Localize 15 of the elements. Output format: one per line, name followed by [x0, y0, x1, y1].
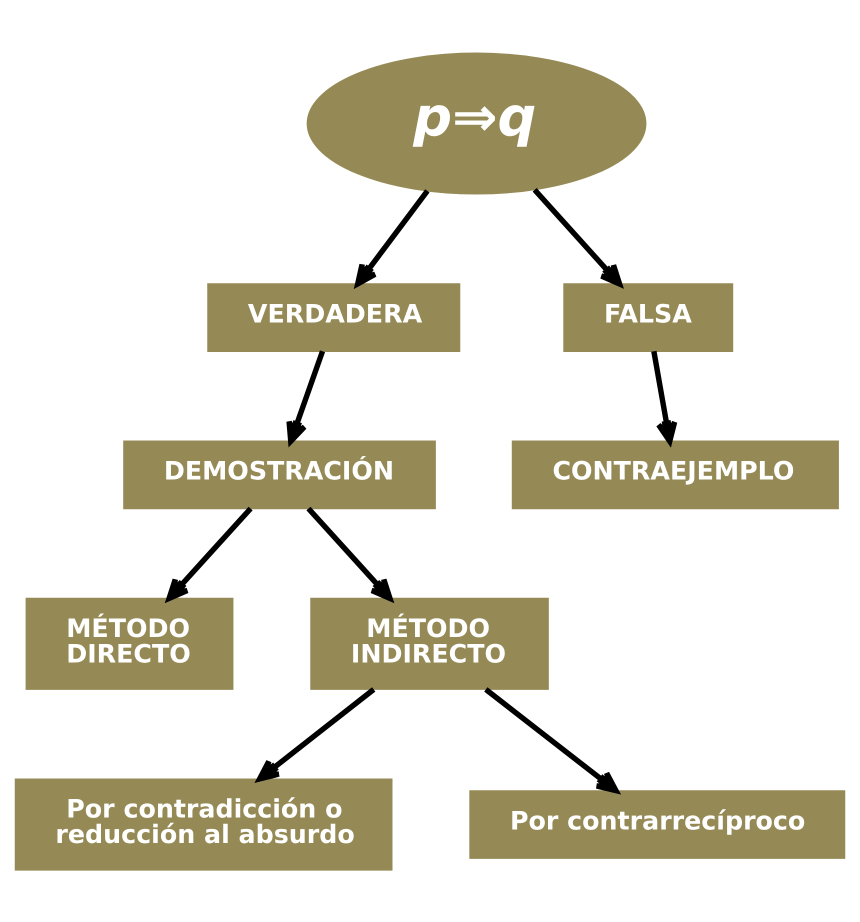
node-box: VERDADERA: [207, 282, 460, 352]
node-box: MÉTODO DIRECTO: [26, 597, 234, 690]
node-ellipse: p⇒q: [306, 52, 646, 194]
node-box: DEMOSTRACIÓN: [123, 440, 436, 509]
arrow: [484, 686, 619, 793]
arrow: [306, 506, 393, 601]
node-box: FALSA: [563, 282, 734, 352]
node-box: Por contradicción o reducción al absurdo: [14, 778, 392, 870]
node-box: Por contrarrecíproco: [469, 790, 846, 858]
arrow: [532, 188, 622, 286]
node-box: CONTRAEJEMPLO: [512, 440, 839, 509]
node-box: MÉTODO INDIRECTO: [310, 597, 549, 690]
arrow: [355, 188, 430, 286]
arrow: [166, 506, 253, 601]
arrow: [256, 686, 376, 782]
